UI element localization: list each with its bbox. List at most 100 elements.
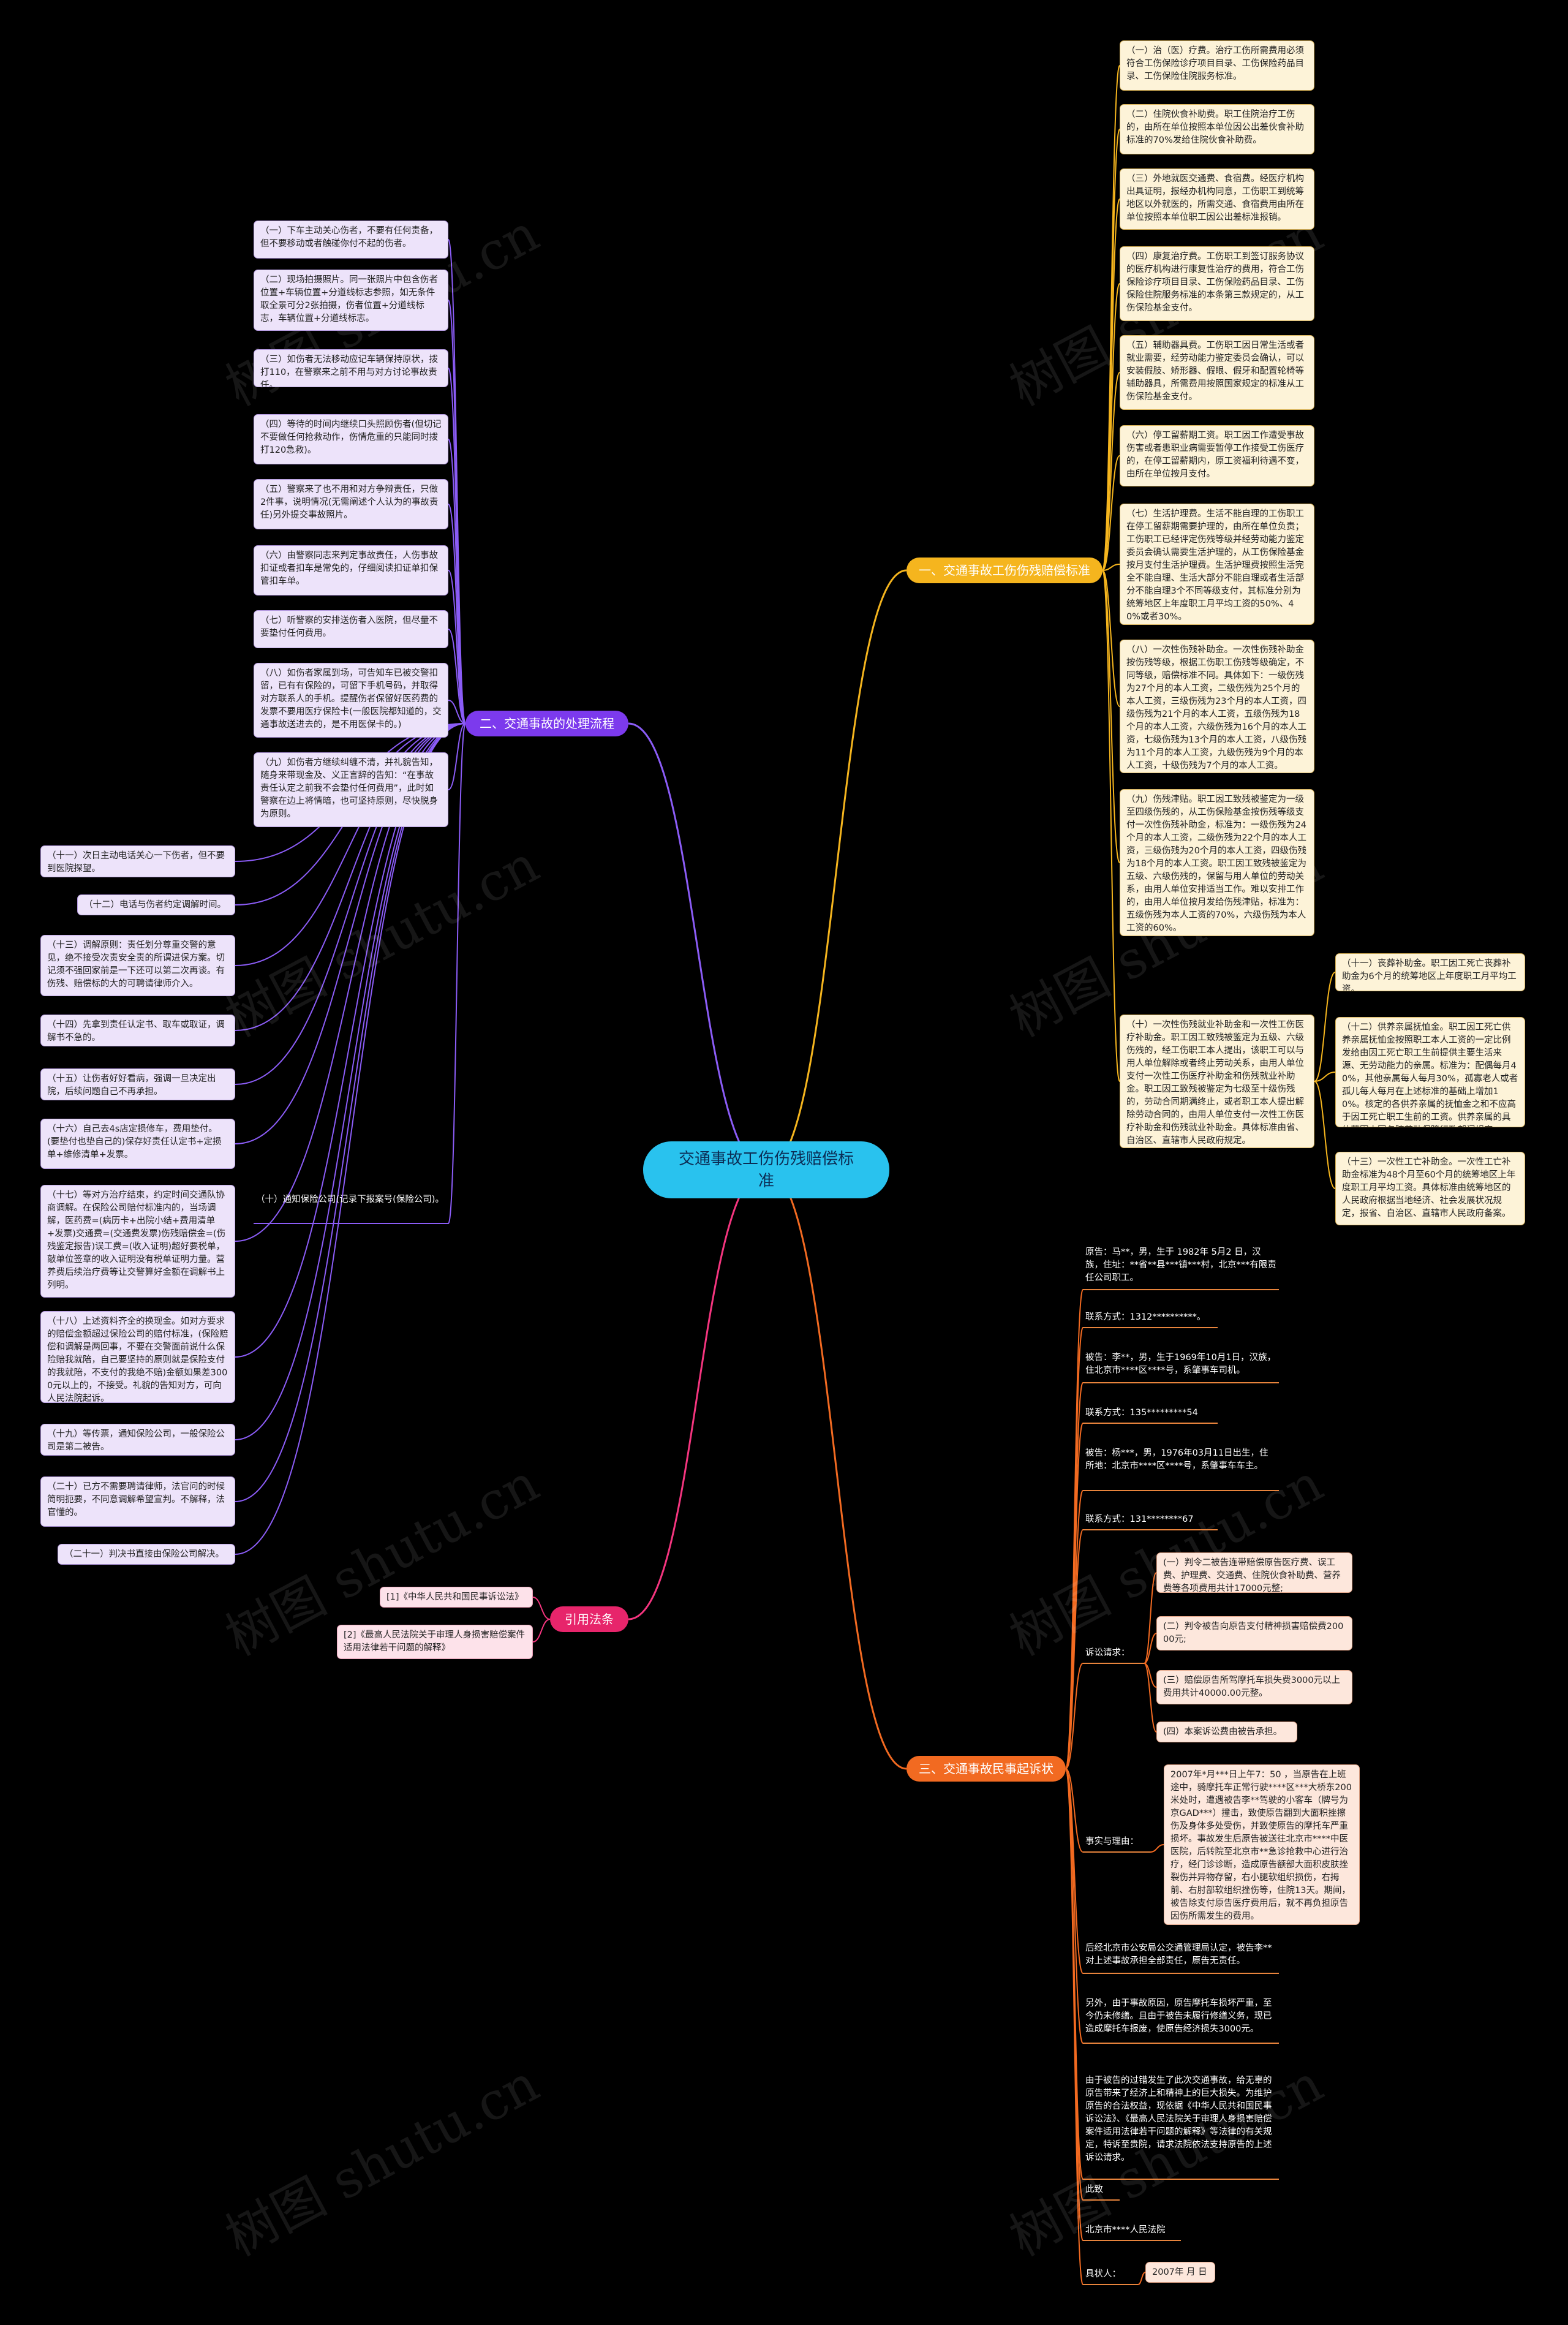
item-connector [448,570,466,724]
item-connector [235,723,466,1555]
item-connector [1102,372,1120,571]
node-step-4[interactable]: （四）等待的时间内继续口头照顾伤者(但切记不要做任何抢救动作，伤情危重的只能同时… [254,414,448,464]
node-step-20[interactable]: （二十）已方不需要聘请律师，法官问的时候简明扼要，不同意调解希望宣判。不解释，法… [40,1476,235,1527]
node-step-11[interactable]: （十一）次日主动电话关心一下伤者，但不要到医院探望。 [40,845,235,877]
subitem-connector [1144,1633,1157,1664]
node-defendant-1-contact[interactable]: 联系方式：135*********54 [1083,1402,1218,1424]
node-facts-detail[interactable]: 2007年*月***日上午7：50 ，当原告在上班途中，骑摩托车正常行驶****… [1164,1764,1360,1925]
node-meal-allowance[interactable]: （二）住院伙食补助费。职工住院治疗工伤的，由所在单位按照本单位因公出差伙食补助标… [1120,104,1314,154]
node-step-7[interactable]: （七）听警察的安排送伤者入医院，但尽量不要垫付任何费用。 [254,610,448,648]
node-step-10[interactable]: （十）通知保险公司(记录下报案号(保险公司)。 [254,1189,448,1224]
item-connector [448,504,466,724]
node-step-21[interactable]: （二十一）判决书直接由保险公司解决。 [58,1544,235,1565]
item-connector [1102,564,1120,571]
branch-connector [766,1168,907,1770]
node-step-6[interactable]: （六）由警察同志来判定事故责任，人伤事故扣证或者扣车是常免的，仔细阅读扣证单扣保… [254,545,448,595]
node-signatory[interactable]: 具状人： [1083,2263,1138,2285]
item-connector [1065,1768,1084,1853]
central-topic[interactable]: 交通事故工伤伤残赔偿标准 [643,1141,889,1198]
item-connector [1102,570,1120,1082]
branch-connector [628,1168,767,1620]
node-plaintiff-contact[interactable]: 联系方式：1312**********。 [1083,1306,1218,1328]
node-rehab-fee[interactable]: （四）康复治疗费。工伤职工到签订服务协议的医疗机构进行康复性治疗的费用，符合工伤… [1120,246,1314,321]
item-connector [235,723,466,1031]
node-claim-2[interactable]: (二）判令被告向原告支付精神损害赔偿费20000元; [1156,1616,1352,1650]
item-connector [1065,1529,1084,1769]
branch-connector [766,569,907,1171]
node-claim-3[interactable]: (三）赔偿原告所驾摩托车损失费3000元以上费用共计40000.00元整。 [1156,1670,1352,1704]
branch-handling-process[interactable]: 二、交通事故的处理流程 [466,711,628,736]
branch-civil-complaint[interactable]: 三、交通事故民事起诉状 [907,1756,1066,1782]
node-suspended-wage[interactable]: （六）停工留薪期工资。职工因工作遭受事故伤害或者患职业病需要暂停工作接受工伤医疗… [1120,425,1314,486]
node-funeral-subsidy[interactable]: （十一）丧葬补助金。职工因工死亡丧葬补助金为6个月的统筹地区上年度职工月平均工资… [1335,953,1525,991]
node-date[interactable]: 2007年 月 日 [1145,2262,1215,2283]
node-defendant-1[interactable]: 被告：李**，男，生于1969年10月1日，汉族，住北京市****区****号，… [1083,1347,1279,1383]
node-step-5[interactable]: （五）警察来了也不用和对方争辩责任，只做2件事，说明情况(无需阐述个人认为的事故… [254,479,448,529]
node-defendant-2-contact[interactable]: 联系方式：131********67 [1083,1508,1218,1530]
node-litigation-claims[interactable]: 诉讼请求： [1083,1642,1144,1664]
item-connector [235,723,466,1440]
subitem-connector [1314,1081,1336,1189]
node-travel-expense[interactable]: （三）外地就医交通费、食宿费。经医疗机构出具证明，报经办机构同意，工伤职工到统筹… [1120,168,1314,230]
node-nursing-fee[interactable]: （七）生活护理费。生活不能自理的工伤职工在停工留薪期需要护理的，由所在单位负责；… [1120,504,1314,625]
node-disability-subsidy[interactable]: （八）一次性伤残补助金。一次性伤残补助金按伤残等级，根据工伤职工伤残等级确定，不… [1120,640,1314,773]
subitem-connector [1137,2272,1146,2285]
node-facts-and-reasons[interactable]: 事实与理由： [1083,1831,1150,1853]
node-medical-fee[interactable]: （一）治（医）疗费。治疗工伤所需费用必须符合工伤保险诊疗项目目录、工伤保险药品目… [1120,40,1314,91]
node-step-12[interactable]: （十二）电话与伤者约定调解时间。 [77,894,235,915]
item-connector [1065,1768,1084,1974]
node-law-2[interactable]: [2]《最高人民法院关于审理人身损害赔偿案件适用法律若干问题的解释》 [337,1625,533,1659]
node-court-name[interactable]: 北京市****人民法院 [1083,2219,1181,2241]
item-connector [235,723,466,1085]
node-disability-allowance[interactable]: （九）伤残津贴。职工因工致残被鉴定为一级至四级伤残的，从工伤保险基金按伤残等级支… [1120,789,1314,936]
node-plaintiff[interactable]: 原告：马**，男，生于 1982年 5月2 日，汉族，住址：**省**县***镇… [1083,1241,1279,1290]
node-legal-basis[interactable]: 由于被告的过错发生了此次交通事故，给无辜的原告带来了经济上和精神上的巨大损失。为… [1083,2070,1279,2180]
item-connector [448,629,466,724]
item-connector [235,723,466,1144]
node-motorcycle-loss[interactable]: 另外，由于事故原因，原告摩托车损坏严重，至今仍未修缮。且由于被告未履行修缮义务，… [1083,1992,1279,2044]
subitem-connector [1144,1572,1157,1664]
node-step-15[interactable]: （十五）让伤者好好看病，强调一旦决定出院，后续问题自己不再承担。 [40,1068,235,1100]
node-step-9[interactable]: （九）如伤者方继续纠缠不清，并礼貌告知，随身来带现金及、义正言辞的告知：“在事故… [254,752,448,827]
subitem-connector [1314,972,1336,1082]
item-connector [1102,570,1120,707]
node-step-14[interactable]: （十四）先拿到责任认定书、取车或取证，调解书不急的。 [40,1015,235,1046]
branch-compensation-standards[interactable]: 一、交通事故工伤伤残赔偿标准 [907,558,1102,583]
node-step-2[interactable]: （二）现场拍摄照片。同一张照片中包含伤者位置+车辆位置+分道线标志参照，如无条件… [254,270,448,331]
node-employment-subsidy[interactable]: （十）一次性伤残就业补助金和一次性工伤医疗补助金。职工因工致残被鉴定为五级、六级… [1120,1015,1314,1148]
node-dependent-pension[interactable]: （十二）供养亲属抚恤金。职工因工死亡供养亲属抚恤金按照职工本人工资的一定比例发给… [1335,1017,1525,1127]
node-law-1[interactable]: [1]《中华人民共和国民事诉讼法》 [380,1587,533,1608]
item-connector [1102,283,1120,571]
branch-cited-laws[interactable]: 引用法条 [550,1606,628,1632]
node-step-16[interactable]: （十六）自己去4s店定损修车，费用垫付。(要垫付也垫自己的)保存好责任认定书+定… [40,1119,235,1169]
item-connector [448,723,466,790]
node-step-8[interactable]: （八）如伤者家属到场，可告知车已被交警扣留，已有有保险的，可留下手机号码，并取得… [254,663,448,738]
node-liability-finding[interactable]: 后经北京市公安局公交通管理局认定，被告李**对上述事故承担全部责任，原告无责任。 [1083,1937,1279,1974]
item-connector [1065,1663,1084,1769]
item-connector [1102,570,1120,863]
item-connector [448,700,466,724]
item-connector [1065,1768,1084,2044]
node-claim-4[interactable]: (四）本案诉讼费由被告承担。 [1156,1722,1297,1742]
item-connector [532,1619,551,1643]
node-step-1[interactable]: （一）下车主动关心伤者，不要有任何责备，但不要移动或者触碰你付不起的伤者。 [254,221,448,259]
item-connector [1102,455,1120,571]
node-salutation[interactable]: 此致 [1083,2179,1120,2201]
item-connector [448,723,466,1224]
node-step-17[interactable]: （十七）等对方治疗结束，约定时间交通队协商调解。在保险公司赔付标准内的，当场调解… [40,1185,235,1298]
subitem-connector [1150,1844,1164,1853]
branch-connector [628,722,767,1171]
node-claim-1[interactable]: (一）判令二被告连带赔偿原告医疗费、误工费、护理费、交通费、住院伙食补助费、营养… [1156,1552,1352,1593]
node-step-13[interactable]: （十三）调解原则：责任划分尊重交警的意见，绝不接受次责安全责的所谓进保方案。切记… [40,935,235,996]
node-death-subsidy[interactable]: （十三）一次性工亡补助金。一次性工亡补助金标准为48个月至60个月的统筹地区上年… [1335,1152,1525,1225]
item-connector [235,723,466,1502]
subitem-connector [1314,1072,1336,1082]
node-step-19[interactable]: （十九）等传票，通知保险公司，一般保险公司是第二被告。 [40,1424,235,1456]
subitem-connector [1144,1663,1157,1733]
node-step-3[interactable]: （三）如伤者无法移动应记车辆保持原状，拨打110，在警察来之前不用与对方讨论事故… [254,349,448,387]
node-defendant-2[interactable]: 被告：杨***，男，1976年03月11日出生，住所地：北京市****区****… [1083,1442,1279,1491]
node-step-18[interactable]: （十八）上述资料齐全的换现金。如对方要求的赔偿金额超过保险公司的赔付标准，(保险… [40,1311,235,1403]
node-assistive-device-fee[interactable]: （五）辅助器具费。工伤职工因日常生活或者就业需要，经劳动能力鉴定委员会确认，可以… [1120,335,1314,410]
